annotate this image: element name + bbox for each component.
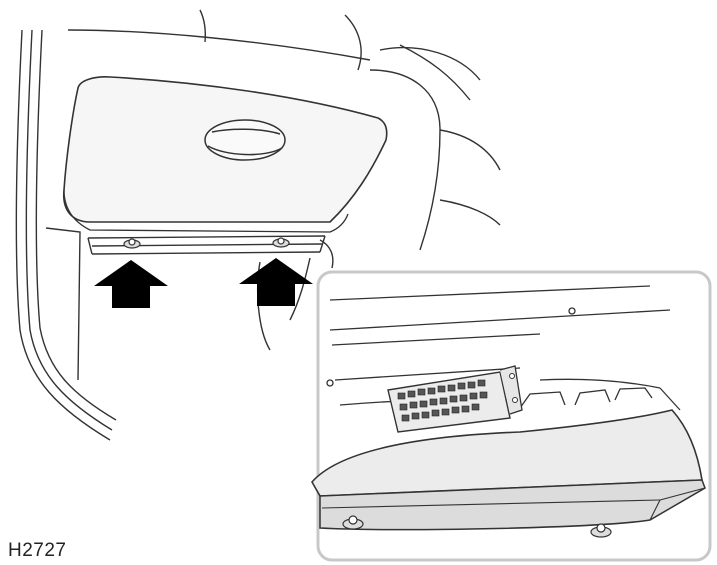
hinge-screw-right <box>590 523 612 538</box>
arrow-up-icon <box>239 258 313 306</box>
figure-code: H2727 <box>8 540 67 561</box>
fixing-screw-left <box>123 238 141 249</box>
fuse-row <box>397 379 488 422</box>
dashboard-outline <box>67 9 501 251</box>
fixing-screw-right <box>272 237 290 248</box>
arrow-up-icon <box>94 260 168 308</box>
dash-underside <box>326 285 681 411</box>
glovebox-lower-trim <box>87 235 334 351</box>
door-pillar <box>15 29 117 441</box>
inset-detail <box>311 270 712 562</box>
glovebox-handle <box>204 119 286 161</box>
hinge-screw-left <box>342 515 364 530</box>
fuse-box <box>387 365 523 433</box>
glovebox-lowered <box>311 409 706 531</box>
